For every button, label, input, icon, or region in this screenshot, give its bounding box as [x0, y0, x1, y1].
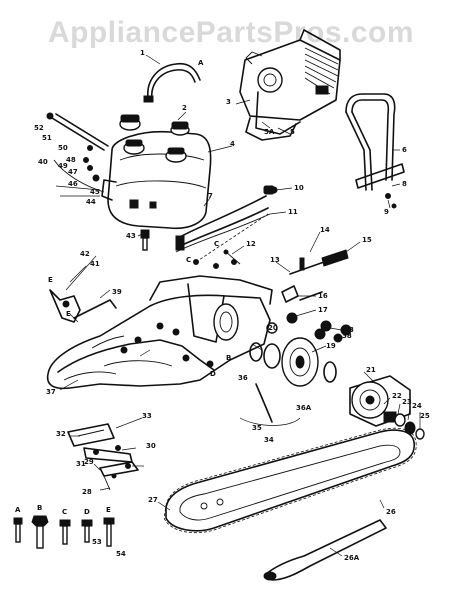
- callout-6: 6: [402, 146, 407, 154]
- part-bracket-assembly: [67, 423, 139, 491]
- part-main-housing: [46, 275, 273, 390]
- part-studs: [266, 249, 349, 340]
- callout-leaders: [55, 54, 421, 557]
- callout-32: 32: [56, 430, 66, 438]
- callout-20: 20: [268, 324, 278, 332]
- callout-18: 18: [344, 326, 354, 334]
- watermark: AppliancePartsPros.com: [47, 16, 415, 49]
- callout-C-mid: C: [186, 256, 191, 264]
- callout-21: 21: [366, 366, 376, 374]
- callout-10: 10: [294, 184, 304, 192]
- callout-29: 29: [84, 458, 94, 466]
- callout-26A: 26A: [344, 554, 360, 562]
- part-engine: [239, 29, 341, 141]
- callout-24: 24: [412, 402, 422, 410]
- callout-16: 16: [318, 292, 328, 300]
- callout-30: 30: [146, 442, 156, 450]
- part-fasteners-row: [13, 515, 115, 549]
- callout-E-lower: E: [66, 310, 71, 318]
- callout-26: 26: [386, 508, 396, 516]
- callout-17: 17: [318, 306, 328, 314]
- callout-34: 34: [264, 436, 274, 444]
- callout-51: 51: [42, 134, 52, 142]
- callout-50: 50: [58, 144, 68, 152]
- callout-22: 22: [392, 392, 402, 400]
- callout-labels: 1 A 2 3 4 5 5A 6 7 8 9 10 11 12 13 14 15…: [15, 49, 430, 562]
- callout-7: 7: [208, 192, 213, 200]
- callout-42: 42: [80, 250, 90, 258]
- callout-4: 4: [230, 140, 235, 148]
- callout-54: 54: [116, 550, 126, 558]
- callout-15: 15: [362, 236, 372, 244]
- callout-49: 49: [58, 162, 68, 170]
- callout-5A: 5A: [264, 128, 275, 136]
- callout-38: 38: [342, 332, 352, 340]
- callout-46: 46: [68, 180, 78, 188]
- callout-B-mid: B: [226, 354, 231, 362]
- callout-28: 28: [82, 488, 92, 496]
- callout-27: 27: [148, 496, 158, 504]
- part-fuel-line: [143, 62, 201, 103]
- callout-8: 8: [402, 180, 407, 188]
- part-fuel-lines: [175, 185, 278, 269]
- part-handle-bar: [345, 93, 405, 209]
- callout-D-mid: D: [210, 370, 216, 378]
- callout-11: 11: [288, 208, 298, 216]
- callout-47: 47: [68, 168, 78, 176]
- callout-fastener-E: E: [106, 506, 111, 514]
- callout-19: 19: [326, 342, 336, 350]
- part-chain-and-bar: [163, 427, 417, 534]
- part-fuel-tank: [101, 114, 212, 230]
- callout-45: 45: [90, 188, 100, 196]
- callout-25: 25: [420, 412, 430, 420]
- callout-23: 23: [402, 398, 412, 406]
- callout-39: 39: [112, 288, 122, 296]
- callout-43: 43: [126, 232, 136, 240]
- part-clutch-assembly: [249, 324, 352, 423]
- callout-9: 9: [384, 208, 389, 216]
- callout-fastener-D: D: [84, 508, 90, 516]
- callout-2: 2: [182, 104, 187, 112]
- callout-36: 36: [238, 374, 248, 382]
- callout-1: 1: [140, 49, 145, 57]
- callout-35: 35: [252, 424, 262, 432]
- part-clutch-drum: [349, 375, 425, 440]
- callout-A-top: A: [198, 59, 204, 67]
- callout-3: 3: [226, 98, 231, 106]
- part-bolt-43: [140, 229, 150, 251]
- callout-fastener-B: B: [37, 504, 42, 512]
- callout-48: 48: [66, 156, 76, 164]
- callout-12: 12: [246, 240, 256, 248]
- callout-31: 31: [76, 460, 86, 468]
- callout-5: 5: [290, 128, 295, 136]
- callout-40: 40: [38, 158, 48, 166]
- callout-37: 37: [46, 388, 56, 396]
- callout-C-mid2: C: [214, 240, 219, 248]
- callout-41: 41: [90, 260, 100, 268]
- callout-53: 53: [92, 538, 102, 546]
- callout-44: 44: [86, 198, 96, 206]
- callout-52: 52: [34, 124, 44, 132]
- part-wrench: [263, 519, 387, 581]
- callout-13: 13: [270, 256, 280, 264]
- callout-fastener-C: C: [62, 508, 67, 516]
- callout-14: 14: [320, 226, 330, 234]
- part-left-fittings: [46, 112, 109, 193]
- callout-36A: 36A: [296, 404, 312, 412]
- callout-fastener-A: A: [15, 506, 21, 514]
- callout-33: 33: [142, 412, 152, 420]
- callout-E-left: E: [48, 276, 53, 284]
